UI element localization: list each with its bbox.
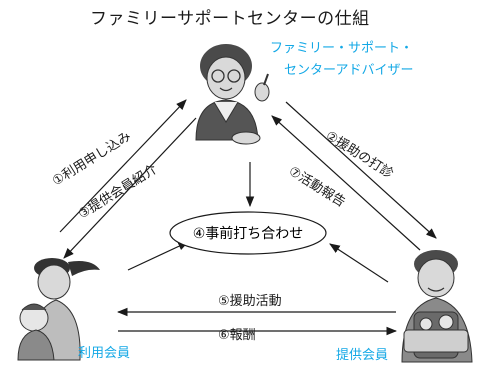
provider-member-label: 提供会員 (336, 348, 389, 363)
arrow-provider-to-meeting (329, 243, 389, 283)
advisor-label-line1: ファミリー・サポート・ (270, 41, 414, 56)
arrow-advisor-to-user (63, 117, 197, 259)
arrow-provider-to-advisor (271, 115, 421, 251)
diagram-title: ファミリーサポートセンターの仕組 (90, 9, 370, 29)
advisor-label: ファミリー・サポート・ センターアドバイザー (270, 38, 413, 82)
arrow-advisor-to-provider (285, 101, 437, 239)
advisor-label-line2: センターアドバイザー (284, 63, 414, 78)
meeting-node: ④事前打ち合わせ (168, 212, 328, 254)
arrow-user-to-advisor (59, 99, 187, 233)
arrow-user-to-meeting (127, 241, 189, 271)
advisor-figure-icon (195, 44, 270, 145)
provider-figure-icon (401, 250, 473, 363)
mother-and-child-icon (17, 258, 100, 361)
user-member-label: 利用会員 (78, 346, 131, 361)
step-6-label: ⑥報酬 (218, 328, 256, 343)
step-4-label: ④事前打ち合わせ (192, 226, 304, 242)
step-5-label: ⑤援助活動 (218, 294, 282, 309)
meeting-ellipse (169, 211, 327, 255)
